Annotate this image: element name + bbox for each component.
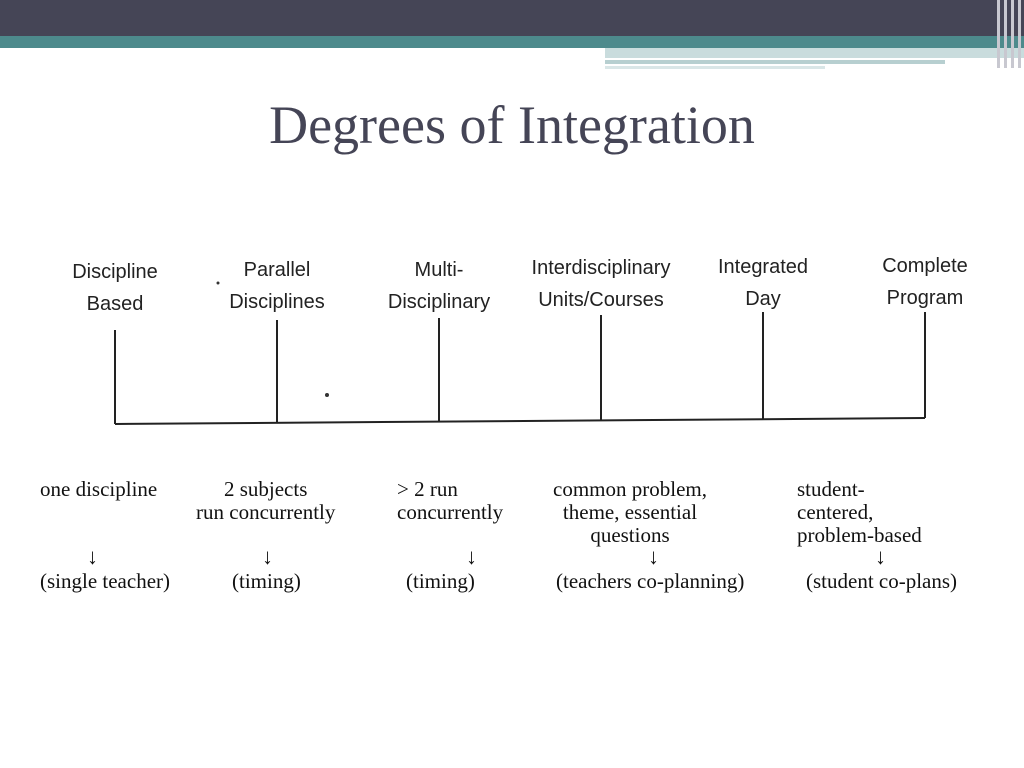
stage-label-line1: Parallel	[243, 259, 311, 281]
description-two-subjects: 2 subjects run concurrently	[196, 477, 336, 524]
role-student-co-plans: (student co-plans)	[806, 569, 958, 593]
stage-label-line1: Integrated	[717, 256, 809, 278]
stage-label-multi-disciplinary: Multi- Disciplinary	[369, 254, 509, 318]
description-more-than-two: > 2 run concurrently	[397, 477, 504, 524]
continuum-baseline	[114, 417, 926, 425]
header-light-band	[605, 60, 945, 64]
stage-label-line1: Multi-	[414, 259, 464, 281]
description-student-centered: student- centered, problem-based	[797, 477, 922, 547]
header-light-band	[605, 66, 825, 69]
stage-label-line2: Disciplinary	[387, 291, 491, 313]
stage-label-complete-program: Complete Program	[860, 250, 990, 314]
stage-label-interdisciplinary: Interdisciplinary Units/Courses	[511, 252, 691, 316]
stage-label-line1: Complete	[882, 255, 968, 277]
down-arrow-icon: ↓	[466, 544, 477, 569]
down-arrow-icon: ↓	[87, 544, 98, 569]
header-accent-band	[0, 36, 1024, 48]
header-light-band	[605, 48, 1024, 58]
stage-label-integrated-day: Integrated Day	[698, 251, 828, 315]
stage-label-discipline-based: Discipline Based	[50, 256, 180, 320]
stage-label-line2: Day	[745, 288, 781, 310]
description-one-discipline: one discipline	[40, 477, 158, 501]
stage-label-line1: Interdisciplinary	[531, 257, 671, 279]
role-teachers-co-planning: (teachers co-planning)	[556, 569, 745, 593]
stage-label-parallel-disciplines: Parallel Disciplines	[207, 254, 347, 318]
role-single-teacher: (single teacher)	[40, 569, 171, 593]
role-timing: (timing)	[232, 569, 301, 593]
header-stripes	[994, 0, 1024, 68]
description-common-problem: common problem, theme, essential questio…	[553, 477, 707, 547]
down-arrow-icon: ↓	[875, 544, 886, 569]
scan-dot	[216, 281, 220, 285]
role-timing: (timing)	[406, 569, 475, 593]
stage-label-line1: Discipline	[72, 261, 158, 283]
scan-dot	[325, 393, 329, 397]
stage-label-line2: Units/Courses	[538, 289, 664, 311]
stage-label-line2: Program	[886, 287, 964, 309]
down-arrow-icon: ↓	[648, 544, 659, 569]
stage-label-line2: Based	[86, 293, 144, 315]
slide-title: Degrees of Integration	[269, 95, 755, 155]
stage-label-line2: Disciplines	[229, 291, 325, 313]
down-arrow-icon: ↓	[262, 544, 273, 569]
header-bar	[0, 0, 1024, 36]
